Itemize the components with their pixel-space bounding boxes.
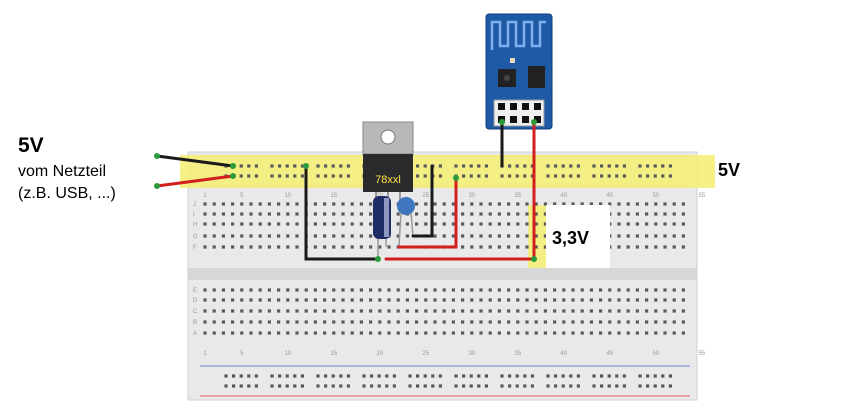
ground-wire-cap bbox=[411, 164, 434, 238]
column-number: 55 bbox=[698, 193, 705, 199]
column-number: 45 bbox=[606, 193, 613, 199]
breadboard-center-channel bbox=[188, 268, 697, 280]
rail-voltage-label: 5V bbox=[718, 160, 741, 180]
column-number: 50 bbox=[652, 193, 659, 199]
regulated-voltage-label: 3,3V bbox=[552, 228, 590, 248]
row-letter: A bbox=[193, 331, 197, 337]
electrolytic-capacitor bbox=[373, 196, 391, 259]
supply-source-example: (z.B. USB, ...) bbox=[18, 185, 116, 202]
column-number: 25 bbox=[422, 351, 429, 357]
input-wire-regulator bbox=[397, 176, 458, 249]
column-number: 40 bbox=[560, 351, 567, 357]
column-number: 10 bbox=[284, 351, 291, 357]
column-number: 20 bbox=[376, 351, 383, 357]
row-letter: I bbox=[193, 212, 195, 218]
row-letter: F bbox=[193, 245, 197, 251]
row-letter: B bbox=[193, 320, 197, 326]
column-number: 40 bbox=[560, 193, 567, 199]
antenna-trace bbox=[490, 20, 546, 50]
row-letter: C bbox=[193, 309, 198, 315]
row-letter: E bbox=[193, 288, 197, 294]
row-letter: H bbox=[193, 222, 197, 228]
column-number: 55 bbox=[698, 351, 705, 357]
supply-wire-ground bbox=[155, 154, 235, 168]
ceramic-capacitor bbox=[397, 197, 415, 247]
voltage-regulator: 78xxl bbox=[362, 121, 414, 202]
column-number: 5 bbox=[240, 351, 244, 357]
supply-rail-highlight bbox=[180, 155, 715, 188]
wire-endpoints bbox=[154, 119, 537, 262]
wifi-module bbox=[485, 13, 553, 130]
column-number: 35 bbox=[514, 193, 521, 199]
column-number: 45 bbox=[606, 351, 613, 357]
column-number: 25 bbox=[422, 193, 429, 199]
supply-voltage-label: 5V bbox=[18, 134, 44, 157]
supply-source-label: vom Netzteil bbox=[18, 163, 107, 180]
regulator-marking: 78xxl bbox=[375, 174, 401, 186]
column-number: 35 bbox=[514, 351, 521, 357]
regulator-body bbox=[363, 154, 413, 192]
column-number: 1 bbox=[203, 193, 207, 199]
module-flash-chip bbox=[528, 66, 545, 88]
row-letter: J bbox=[193, 202, 196, 208]
column-number: 30 bbox=[468, 193, 475, 199]
ground-wire-regulator bbox=[304, 164, 380, 261]
row-letter: D bbox=[193, 298, 198, 304]
row-letter: G bbox=[193, 234, 198, 240]
column-number: 5 bbox=[240, 193, 244, 199]
column-number: 15 bbox=[330, 351, 337, 357]
column-number: 1 bbox=[203, 351, 207, 357]
column-number: 50 bbox=[652, 351, 659, 357]
regulated-label-box bbox=[546, 205, 610, 268]
column-number: 10 bbox=[284, 193, 291, 199]
column-number: 30 bbox=[468, 351, 475, 357]
supply-wire-positive bbox=[155, 174, 235, 188]
column-number: 15 bbox=[330, 193, 337, 199]
